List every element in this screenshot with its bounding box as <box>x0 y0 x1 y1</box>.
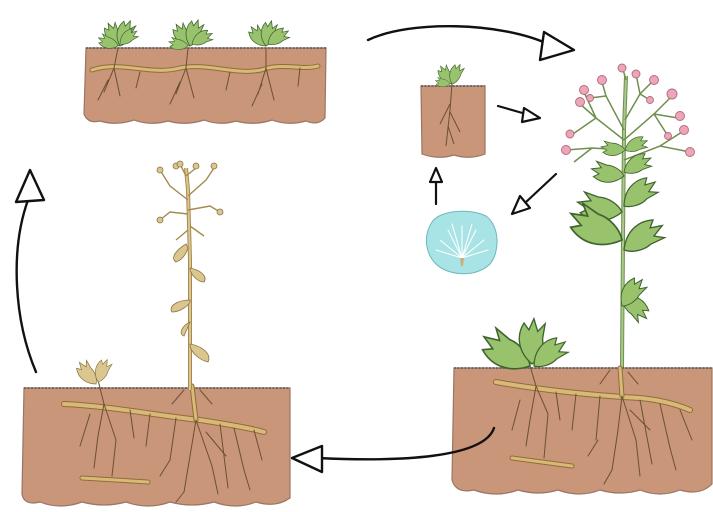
arrow-dried-to-colony <box>16 170 44 372</box>
flowering-thistle-icon <box>562 64 695 368</box>
flowering-soil-block <box>452 368 712 494</box>
arrow-colony-to-flowering <box>368 26 574 60</box>
arrow-seed-to-seedling <box>430 168 442 204</box>
rosette-icon <box>246 19 291 51</box>
seedling-icon <box>434 62 465 90</box>
dried-stalk-icon <box>157 161 223 390</box>
arrow-seedling-to-flowering <box>498 106 540 122</box>
dandelion-seed-icon <box>426 211 497 274</box>
dried-small-rosette-icon <box>74 357 114 390</box>
seedling-block <box>421 62 485 157</box>
colony-soil-block <box>84 48 326 123</box>
arrow-flowering-to-seed <box>512 174 556 214</box>
